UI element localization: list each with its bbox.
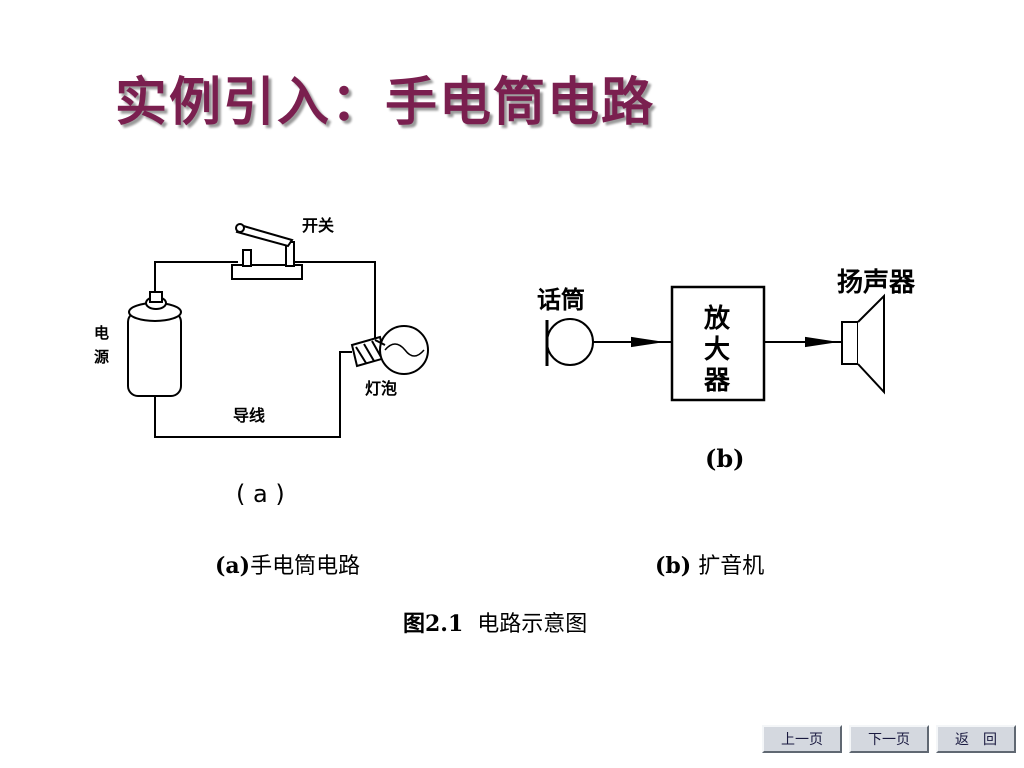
- caption-b-text: 扩音机: [691, 554, 765, 579]
- switch-lever: [235, 223, 294, 248]
- amplifier-char-2: 大: [704, 335, 731, 365]
- caption-a: (a)手电筒电路: [215, 548, 360, 580]
- back-button[interactable]: 返 回: [936, 725, 1016, 753]
- figure-caption: 图2.1 电路示意图: [403, 606, 587, 638]
- wire-label: 导线: [233, 406, 266, 425]
- amplifier-system-diagram: [545, 285, 885, 402]
- prev-page-button[interactable]: 上一页: [762, 725, 842, 753]
- caption-a-prefix: (a): [215, 553, 251, 579]
- figure-caption-prefix: 图2.1: [403, 611, 464, 637]
- bulb: [379, 325, 429, 375]
- power-label-2: 源: [94, 348, 110, 366]
- next-page-button[interactable]: 下一页: [849, 725, 929, 753]
- slide-title: 实例引入：手电筒电路: [115, 73, 656, 133]
- amplifier-char-1: 放: [704, 304, 731, 334]
- switch-base: [231, 264, 303, 280]
- battery: [127, 311, 182, 397]
- flashlight-circuit-diagram: [127, 223, 429, 438]
- speaker: [841, 293, 885, 395]
- microphone: [546, 318, 594, 366]
- amplifier-box: [670, 285, 766, 402]
- panel-a-label: ( a ): [236, 480, 285, 508]
- caption-a-text: 手电筒电路: [250, 554, 361, 579]
- switch-label: 开关: [302, 216, 335, 235]
- speaker-label: 扬声器: [837, 268, 916, 298]
- bulb-label: 灯泡: [365, 379, 398, 398]
- amplifier-char-3: 器: [704, 366, 731, 396]
- caption-b-prefix: (b): [655, 553, 692, 579]
- power-label-1: 电: [94, 324, 110, 342]
- figure-caption-text: 电路示意图: [477, 612, 588, 637]
- panel-b-label: (b): [705, 444, 745, 473]
- mic-label: 话筒: [537, 286, 585, 314]
- caption-b: (b) 扩音机: [655, 548, 764, 580]
